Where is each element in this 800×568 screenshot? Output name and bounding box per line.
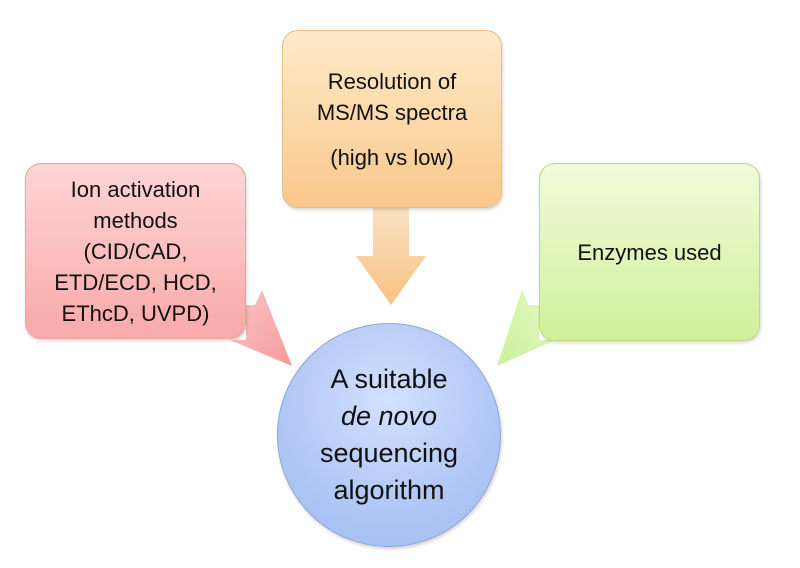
resolution-line-3: (high vs low) (330, 144, 454, 170)
center-circle: A suitable de novo sequencing algorithm (277, 323, 501, 547)
center-line-4: algorithm (333, 475, 445, 505)
ion-activation-line-4: ETD/ECD, HCD, (54, 269, 217, 295)
ion-activation-line-2: methods (93, 207, 178, 233)
resolution-box: Resolution of MS/MS spectra (high vs low… (282, 30, 502, 208)
center-line-1: A suitable (330, 364, 448, 394)
arrow-ion-activation-to-center (230, 290, 292, 366)
resolution-line-1: Resolution of (327, 68, 457, 94)
ion-activation-line-3: (CID/CAD, (83, 238, 188, 264)
ion-activation-box: Ion activation methods (CID/CAD, ETD/ECD… (25, 163, 246, 339)
ion-activation-line-5: EThcD, UVPD) (61, 300, 210, 326)
enzymes-line-1: Enzymes used (577, 239, 722, 265)
arrow-enzymes-to-center (497, 290, 555, 366)
center-line-2: de novo (340, 401, 438, 431)
center-line-3: sequencing (319, 438, 459, 468)
arrow-resolution-to-center (356, 208, 426, 305)
resolution-line-2: MS/MS spectra (316, 99, 468, 125)
enzymes-box: Enzymes used (539, 163, 760, 341)
ion-activation-line-1: Ion activation (70, 176, 201, 202)
